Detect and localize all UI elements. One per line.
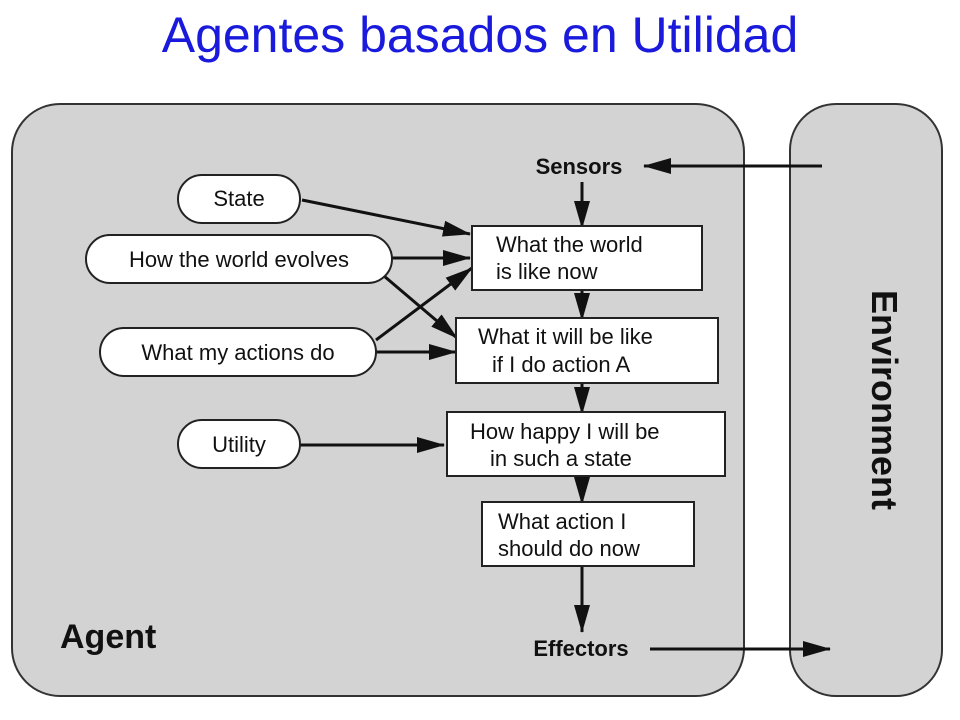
box-action-a	[455, 317, 719, 384]
box-world-now	[471, 225, 703, 291]
sensors-label: Sensors	[536, 154, 623, 179]
pill-evolves-label: How the world evolves	[129, 247, 349, 272]
pill-utility	[177, 419, 301, 469]
box-action-a-line2: if I do action A	[492, 352, 631, 377]
pill-actions	[99, 327, 377, 377]
agent-panel	[11, 103, 745, 697]
box-happy	[446, 411, 726, 477]
box-decision-line1: What action I	[498, 509, 626, 534]
box-world-now-line2: is like now	[496, 259, 598, 284]
effectors-label: Effectors	[533, 636, 628, 661]
pill-utility-label: Utility	[212, 432, 266, 457]
pill-actions-label: What my actions do	[141, 340, 334, 365]
environment-label: Environment	[864, 290, 905, 510]
box-action-a-line1: What it will be like	[478, 324, 653, 349]
pill-evolves	[85, 234, 393, 284]
page-title: Agentes basados en Utilidad	[161, 7, 799, 63]
agent-label: Agent	[60, 618, 156, 656]
environment-panel	[789, 103, 943, 697]
box-happy-line2: in such a state	[490, 446, 632, 471]
arrow-state-to-world	[301, 198, 471, 237]
pill-state	[177, 174, 301, 224]
box-world-now-line1: What the world	[496, 232, 643, 257]
arrow-actions-to-world	[375, 266, 473, 342]
box-decision	[481, 501, 695, 567]
box-decision-line2: should do now	[498, 536, 640, 561]
box-happy-line1: How happy I will be	[470, 419, 660, 444]
pill-state-label: State	[213, 186, 264, 211]
